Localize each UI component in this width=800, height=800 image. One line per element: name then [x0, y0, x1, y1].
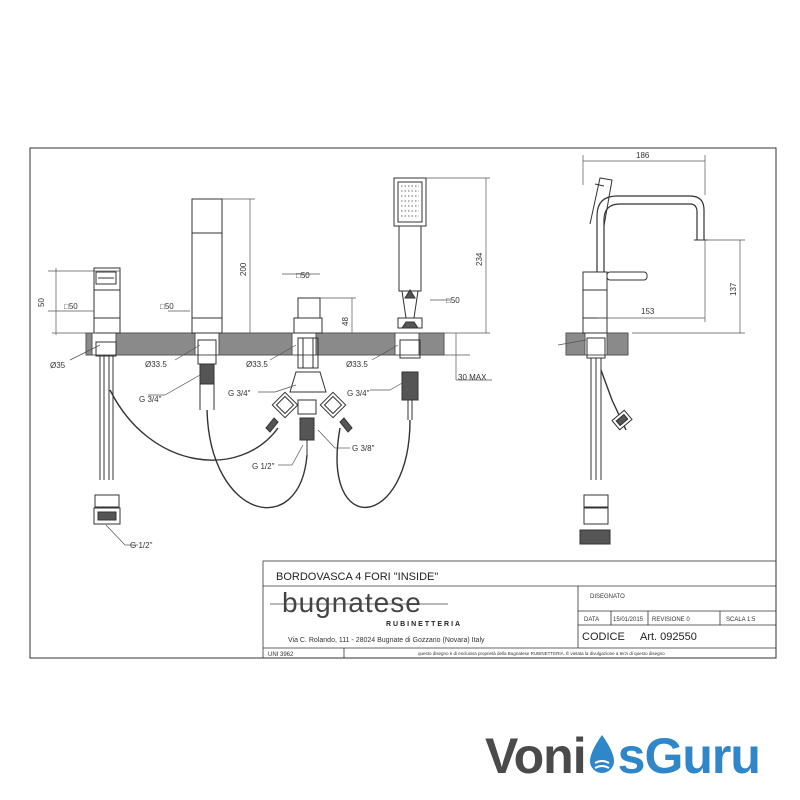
title-block: [262, 560, 777, 659]
codice-label: CODICE: [582, 631, 625, 643]
footer-note: questo disegno è di esclusiva proprietà …: [418, 650, 665, 656]
watermark-part3: Guru: [644, 728, 760, 784]
dim-d35: Ø35: [50, 361, 66, 370]
data-value: 15/01/2015: [613, 617, 644, 623]
revisione-label: REVISIONE 0: [652, 617, 690, 623]
hose-mid: [206, 409, 308, 509]
thread-g34-c: G 3/4": [347, 389, 370, 398]
dim-153: 153: [641, 307, 655, 316]
footer-left: UNI 3962: [268, 652, 294, 658]
dim-d33-5-b: Ø33.5: [246, 360, 268, 369]
watermark-logo: Voni s Guru: [485, 726, 761, 786]
thread-g12-b: G 1/2": [130, 541, 153, 550]
dim-sq50-c: □50: [296, 271, 310, 280]
company-address: Via C. Rolando, 111 - 28024 Bugnate di G…: [288, 637, 485, 644]
hose-right: [336, 419, 411, 508]
thread-g38: G 3/8": [352, 444, 375, 453]
dimension-labels: 50 □50 □50 □50 □50 200 234 48 Ø35 Ø33.5 …: [37, 151, 738, 550]
water-drop-icon: [587, 731, 617, 781]
title-block-text: BORDOVASCA 4 FORI "INSIDE" bugnatese RUB…: [268, 571, 756, 658]
thread-g34-a: G 3/4": [139, 395, 162, 404]
dim-sq50-d: □50: [446, 296, 460, 305]
mixer-column-part: [191, 198, 223, 410]
dim-d33-5-c: Ø33.5: [346, 360, 368, 369]
dim-d33-5-a: Ø33.5: [145, 360, 167, 369]
watermark-part1: Voni: [485, 728, 587, 784]
diverter-knob-part: [265, 297, 353, 455]
dim-30-max: 30 MAX: [458, 373, 487, 382]
countertop-front: [85, 332, 445, 356]
data-label: DATA: [584, 617, 599, 623]
dim-186: 186: [636, 151, 650, 160]
brand-subtitle: RUBINETTERIA: [386, 621, 462, 628]
dim-234: 234: [475, 252, 484, 266]
side-view: [557, 155, 745, 545]
watermark-part2: s: [617, 728, 646, 784]
drawing-title: BORDOVASCA 4 FORI "INSIDE": [276, 571, 438, 583]
thread-g12-a: G 1/2": [252, 462, 275, 471]
thread-g34-b: G 3/4": [228, 389, 251, 398]
brand-logo: bugnatese: [282, 587, 422, 618]
dim-137: 137: [729, 282, 738, 296]
hose-left: [109, 389, 279, 461]
dim-sq50-a: □50: [64, 302, 78, 311]
dim-200: 200: [239, 262, 248, 276]
dim-50-height: 50: [37, 298, 46, 307]
hand-shower-part: [393, 177, 427, 420]
spout-part: [93, 267, 121, 525]
dim-sq50-b: □50: [160, 302, 174, 311]
front-view: [48, 177, 492, 546]
disegnato-label: DISEGNATO: [590, 594, 625, 600]
dim-48: 48: [341, 317, 350, 326]
scala-label: SCALA 1:5: [726, 617, 756, 623]
codice-value: Art. 092550: [640, 631, 697, 643]
